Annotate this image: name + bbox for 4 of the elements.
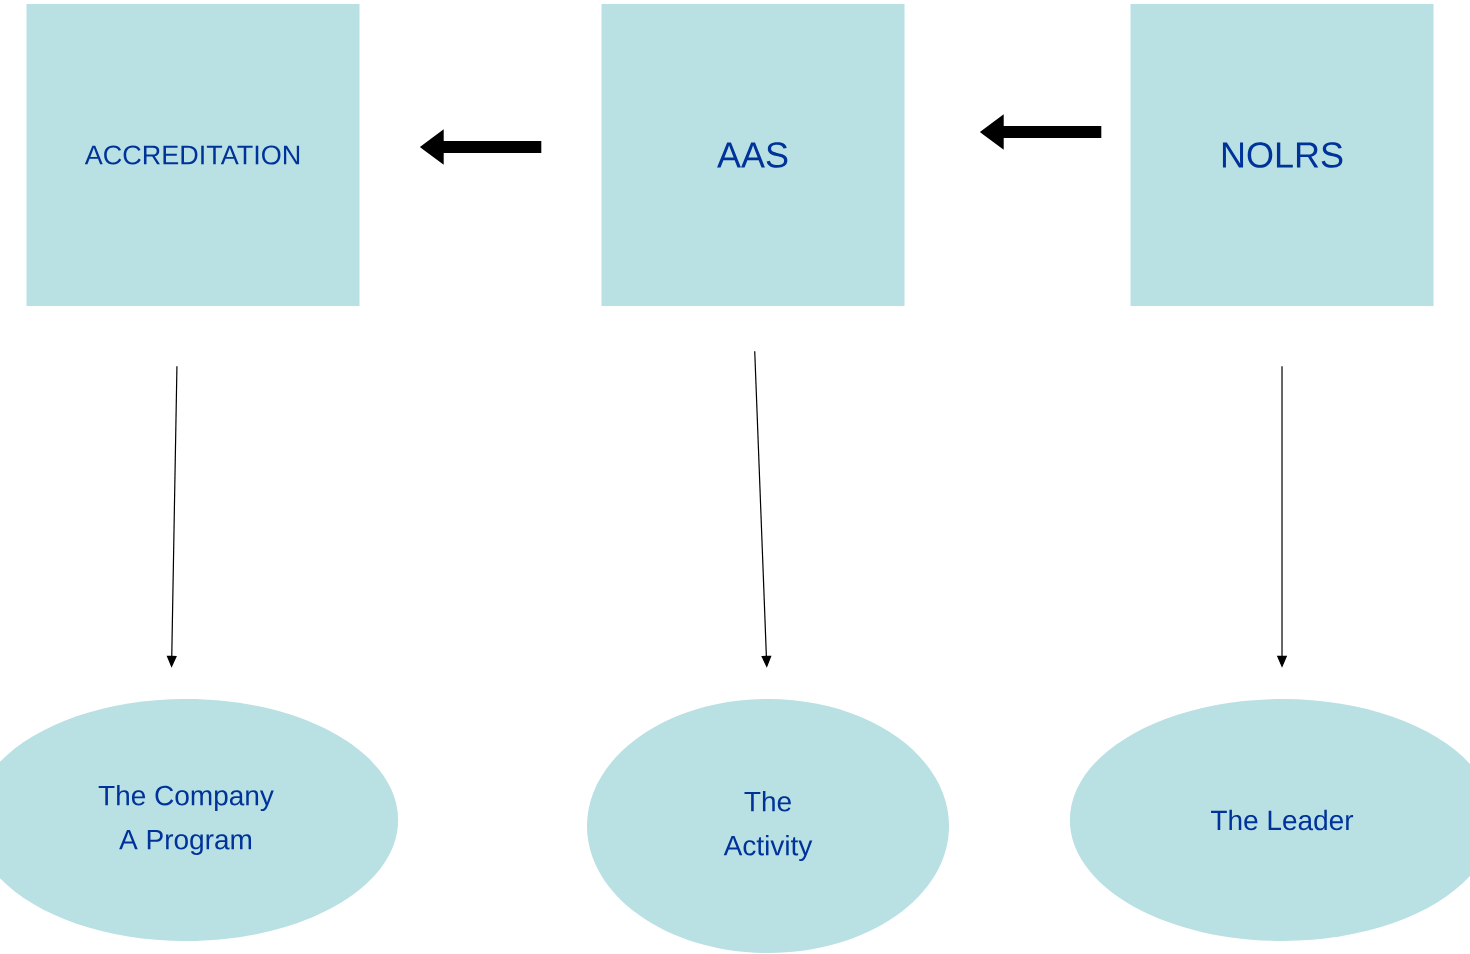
ellipse-node: The Activity (587, 699, 949, 953)
square-box: AAS (601, 4, 905, 306)
square-box: NOLRS (1130, 4, 1434, 306)
square-box: ACCREDITATION (26, 4, 360, 306)
